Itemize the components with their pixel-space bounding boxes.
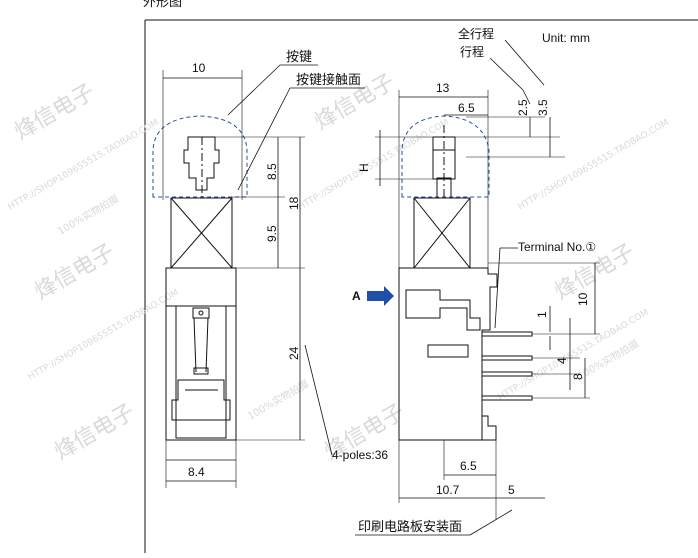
right-dimensions	[355, 39, 600, 536]
terminal-pin-3	[481, 371, 533, 377]
dim-pin-pitch-small: 4	[555, 357, 569, 364]
stem-outline	[183, 136, 220, 191]
unit-label: Unit: mm	[542, 31, 590, 45]
body-middle	[165, 267, 237, 307]
body-cross-b	[413, 197, 471, 269]
dim-bottom-inner: 6.5	[460, 459, 477, 473]
watermark-brand: 烽信电子	[11, 80, 100, 146]
left-dimensions	[162, 64, 365, 488]
callout-full-travel: 全行程	[458, 26, 494, 41]
watermark-brand: 烽信电子	[31, 240, 120, 306]
watermark-url: HTTP://SHOP109655515.TAOBAO.COM	[517, 118, 671, 213]
leader-full-travel	[504, 39, 545, 86]
leader-terminal	[494, 247, 501, 329]
terminal-pin-1	[481, 331, 533, 337]
leader-button	[227, 64, 281, 116]
label-arrow-a: A	[352, 289, 361, 303]
watermark-tagline: 100%实物拍摄	[55, 192, 121, 238]
dim-pin-pitch: 8	[571, 373, 585, 380]
housing-inner	[175, 305, 227, 439]
dim-left-width: 10	[192, 61, 206, 75]
dim-stroke-full: 3.5	[536, 99, 550, 116]
slider-left	[193, 317, 197, 373]
dim-right-width: 13	[436, 81, 450, 95]
leader-travel	[489, 57, 524, 91]
tab-outline	[427, 344, 469, 358]
leader-poles	[304, 344, 333, 456]
dim-right-inner: 6.5	[458, 101, 475, 115]
header-fragment: 外形图	[143, 0, 182, 10]
callout-travel: 行程	[460, 44, 484, 59]
dim-bottom-offset: 5	[508, 483, 515, 497]
callout-poles: 4-poles:36	[332, 448, 388, 462]
body-cross-b	[170, 197, 233, 269]
button-dashed-outline	[152, 115, 248, 198]
foot-outline	[470, 415, 497, 441]
dim-stroke: 2.5	[516, 99, 530, 116]
terminal-pin-2	[481, 355, 533, 361]
right-view	[398, 115, 533, 441]
dim-pin-offset: 1	[535, 311, 549, 318]
callout-pcb-mount: 印刷电路板安装面	[358, 519, 462, 535]
latch-outline	[405, 289, 481, 331]
watermark-url: HTTP://SHOP109655515.TAOBAO.COM	[27, 288, 181, 383]
callout-terminal: Terminal No.①	[518, 240, 596, 254]
dim-left-body: 9.5	[265, 225, 279, 242]
leader-contact	[237, 87, 291, 191]
slider-right	[205, 317, 209, 373]
callout-button: 按键	[286, 50, 312, 65]
dim-pin-spacing-large: 10	[576, 292, 590, 306]
leader-pcb	[469, 509, 513, 536]
dim-left-lower: 24	[287, 346, 301, 360]
housing-outline	[398, 267, 498, 441]
dim-left-bottom: 8.4	[188, 465, 205, 479]
slider-end	[193, 367, 209, 375]
watermark-layer: 烽信电子 烽信电子 烽信电子 烽信电子 烽信电子 烽信电子 HTTP://SHO…	[7, 70, 671, 466]
clip-outline	[171, 379, 231, 421]
slot-hole	[198, 310, 204, 316]
label-height-h: H	[357, 163, 371, 172]
dim-left-upper: 8.5	[265, 163, 279, 180]
view-arrow-a: A	[352, 286, 394, 306]
slot-top	[192, 307, 210, 319]
watermark-brand: 烽信电子	[51, 400, 140, 466]
left-dimension-labels: 10 8.5 9.5 18 24 8.4 按键 按键接触面 4-poles:36	[188, 50, 388, 479]
dim-bottom-width: 10.7	[436, 483, 460, 497]
dim-left-total: 18	[287, 196, 301, 210]
watermark-tagline: 100%实物拍摄	[245, 377, 311, 423]
callout-contact-surface: 按键接触面	[296, 72, 361, 88]
button-dashed-outline	[401, 115, 490, 198]
leader-travel	[522, 89, 531, 105]
left-view	[152, 115, 248, 441]
arrow-a-icon	[367, 286, 394, 306]
right-dimension-labels: 13 6.5 H 2.5 3.5 全行程 行程 Terminal No.① 10…	[357, 26, 596, 535]
